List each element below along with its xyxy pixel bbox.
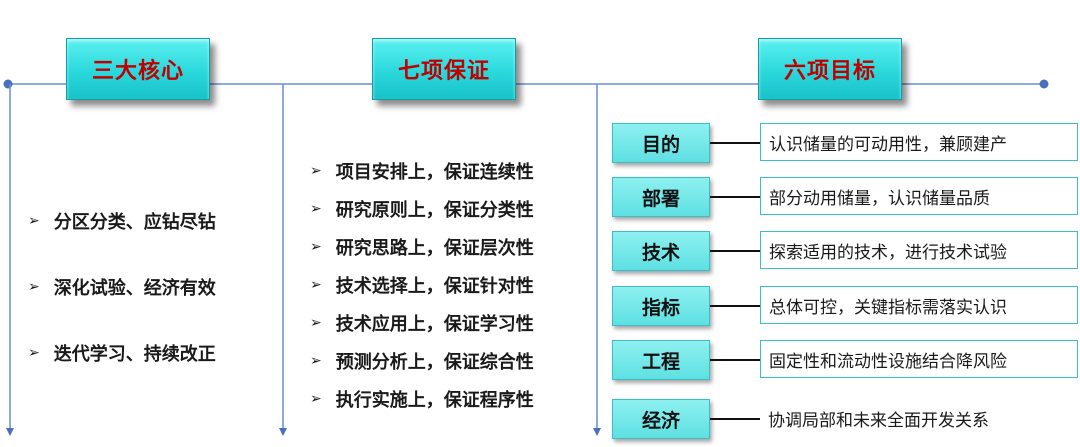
bullet-arrow-icon: ➢ [28,345,40,361]
bullet-arrow-icon: ➢ [310,201,322,217]
goal-key: 部署 [612,177,710,217]
goal-key: 技术 [612,231,710,271]
core-item: ➢深化试验、经济有效 [28,278,216,299]
header-core: 三大核心 [66,38,210,100]
guarantee-item: ➢预测分析上，保证综合性 [310,352,534,373]
core-item: ➢迭代学习、持续改正 [28,344,216,365]
bullet-arrow-icon: ➢ [310,163,322,179]
guarantee-item: ➢项目安排上，保证连续性 [310,162,534,183]
bullet-arrow-icon: ➢ [310,391,322,407]
goal-key: 指标 [612,286,710,326]
guarantee-item: ➢执行实施上，保证程序性 [310,390,534,411]
goal-value: 固定性和流动性设施结合降风险 [760,340,1078,378]
vertical-arrow-1 [6,428,14,436]
vertical-arrow-2 [279,428,287,436]
goal-row-economy: 经济 协调局部和未来全面开发关系 [612,399,1080,439]
goal-row-deployment: 部署 部分动用储量，认识储量品质 [612,177,1080,217]
goal-value: 总体可控，关键指标需落实认识 [760,286,1078,324]
bullet-arrow-icon: ➢ [28,279,40,295]
goal-arrow-icon [710,414,772,424]
goal-value: 部分动用储量，认识储量品质 [760,177,1078,215]
goal-arrow-icon [710,138,772,148]
bullet-arrow-icon: ➢ [310,315,322,331]
goal-value: 协调局部和未来全面开发关系 [760,399,1078,437]
core-item: ➢分区分类、应钻尽钻 [28,212,216,233]
bullet-arrow-icon: ➢ [310,239,322,255]
goal-row-technology: 技术 探索适用的技术，进行技术试验 [612,231,1080,271]
line-end-dot [1039,79,1049,89]
goal-arrow-icon [710,246,772,256]
goal-value: 探索适用的技术，进行技术试验 [760,231,1078,269]
header-guarantees: 七项保证 [372,38,516,100]
header-goals: 六项目标 [758,38,902,100]
goal-key: 工程 [612,340,710,380]
core-list: ➢分区分类、应钻尽钻 ➢深化试验、经济有效 ➢迭代学习、持续改正 [28,204,216,370]
guarantee-item: ➢技术选择上，保证针对性 [310,276,534,297]
guarantee-item: ➢研究思路上，保证层次性 [310,238,534,259]
bullet-arrow-icon: ➢ [310,353,322,369]
goal-arrow-icon [710,301,772,311]
goal-row-indicators: 指标 总体可控，关键指标需落实认识 [612,286,1080,326]
goal-row-purpose: 目的 认识储量的可动用性，兼顾建产 [612,123,1080,163]
guarantee-item: ➢技术应用上，保证学习性 [310,314,534,335]
guarantee-item: ➢研究原则上，保证分类性 [310,200,534,221]
guarantee-list: ➢项目安排上，保证连续性 ➢研究原则上，保证分类性 ➢研究思路上，保证层次性 ➢… [310,152,534,418]
vertical-arrow-3 [593,428,601,436]
bullet-arrow-icon: ➢ [310,277,322,293]
bullet-arrow-icon: ➢ [28,213,40,229]
goal-arrow-icon [710,355,772,365]
goal-row-engineering: 工程 固定性和流动性设施结合降风险 [612,340,1080,380]
goal-key: 经济 [612,399,710,439]
goal-value: 认识储量的可动用性，兼顾建产 [760,123,1078,161]
goal-arrow-icon [710,192,772,202]
line-start-dot [3,79,13,89]
goal-key: 目的 [612,123,710,163]
